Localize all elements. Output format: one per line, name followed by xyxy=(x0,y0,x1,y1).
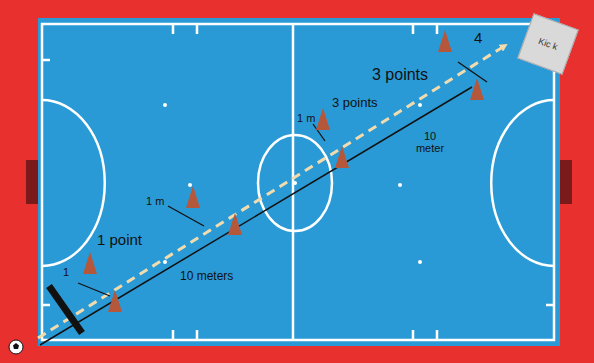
field-label: 3 points xyxy=(372,66,428,84)
field-label: 3 points xyxy=(332,96,378,110)
field-label: 1 xyxy=(63,266,69,278)
field-label: 10 meters xyxy=(180,270,233,283)
field-label: 1 m xyxy=(297,112,315,124)
field-label: 1 m xyxy=(146,195,164,207)
field-label: 4 xyxy=(474,30,482,47)
field-label: 1 point xyxy=(97,232,142,249)
field-label: 10 meter xyxy=(410,130,450,154)
kick-text: Kic k xyxy=(537,36,559,53)
